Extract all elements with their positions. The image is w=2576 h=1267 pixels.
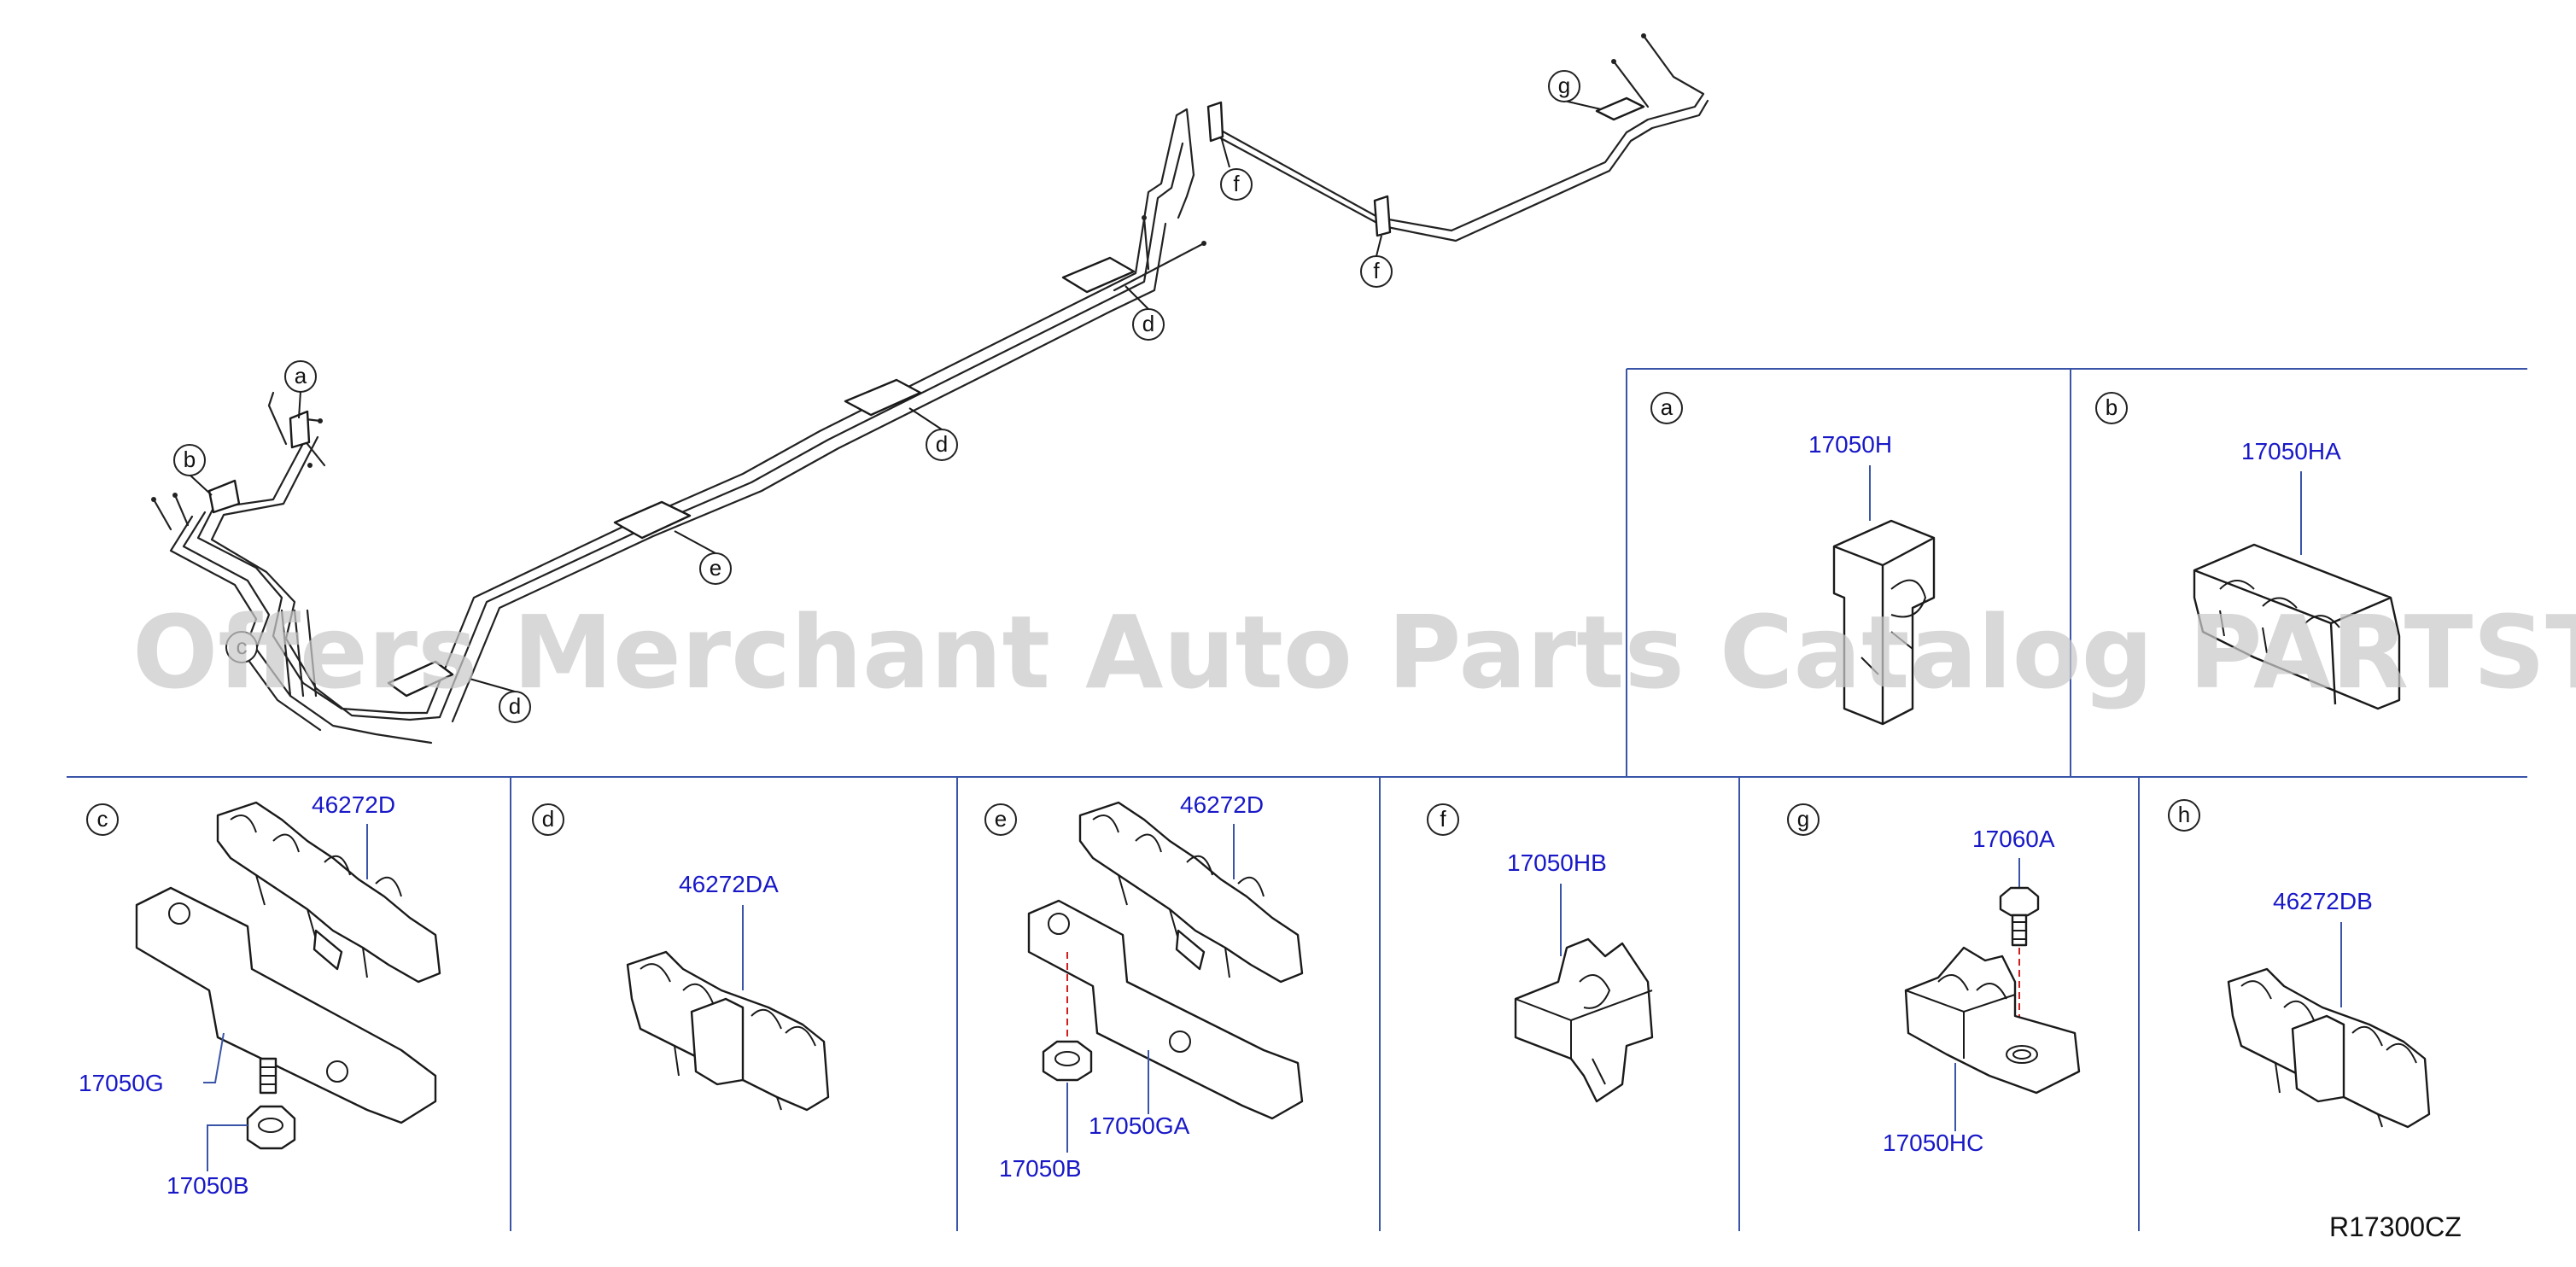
panel-letter-a — [1650, 392, 1683, 424]
clip-46272DB — [2227, 967, 2431, 1129]
label: d — [509, 693, 521, 719]
callout-d-2: d — [908, 407, 958, 461]
label: f — [1233, 171, 1240, 196]
label: d — [936, 431, 948, 457]
clip-17050HB — [1514, 937, 1654, 1103]
part-number: 17060A — [1972, 826, 2055, 852]
callout-c: c — [225, 631, 258, 663]
part-number: 17050HA — [2241, 438, 2341, 464]
callout-g: g — [1548, 70, 1602, 110]
diagram-reference-code: R17300CZ — [2329, 1212, 2462, 1242]
label: e — [710, 555, 721, 581]
clip-46272D-c — [216, 801, 441, 984]
callout-d-1: d — [1124, 285, 1165, 341]
panel-letter-e — [984, 803, 1017, 836]
overview-callouts: a b c d d d e — [173, 70, 1602, 723]
nut-17050B-e — [1042, 1040, 1093, 1082]
part-number: 17050HC — [1883, 1130, 1983, 1156]
clip-46272D-e — [1078, 801, 1304, 984]
panel-letter-g — [1787, 803, 1820, 836]
label: c — [97, 806, 108, 832]
panel-letter-b — [2095, 392, 2128, 424]
panel-b: b 17050HA — [2095, 392, 2401, 710]
callout-b: b — [173, 444, 213, 496]
label: d — [1142, 311, 1154, 336]
part-number: 17050HB — [1507, 850, 1607, 876]
label: b — [2106, 394, 2117, 420]
label: d — [542, 806, 554, 832]
panel-g: g 17060A 17050HC — [1787, 803, 2081, 1156]
panel-c: c 46272D 17050G 17050B — [79, 791, 441, 1199]
bolt-stud-c — [259, 1057, 277, 1095]
callout-f-2: f — [1360, 235, 1393, 288]
part-number: 17050B — [166, 1172, 249, 1199]
part-number: 17050G — [79, 1070, 164, 1096]
part-number: 17050H — [1808, 431, 1892, 458]
bracket-17050GA — [1027, 899, 1304, 1120]
label: g — [1797, 806, 1809, 832]
panel-letter-f — [1427, 803, 1459, 836]
callout-a: a — [284, 360, 317, 419]
panel-a: a 17050H — [1650, 392, 1936, 726]
nut-17050B-c — [246, 1105, 296, 1150]
panel-letter-h — [2168, 799, 2200, 832]
label: f — [1440, 806, 1446, 832]
watermark-text: Offers Merchant Auto Parts Catalog PARTS… — [132, 593, 2576, 711]
bolt-17060A — [1999, 886, 2040, 947]
panel-dividers — [67, 368, 2527, 1231]
label: a — [295, 363, 307, 388]
panel-e: e 46272D 17050GA 17050B — [984, 791, 1304, 1182]
label: h — [2178, 802, 2190, 827]
label: a — [1661, 394, 1674, 420]
part-number: 17050GA — [1089, 1112, 1190, 1139]
clip-17050H — [1832, 519, 1936, 726]
label: c — [237, 634, 248, 659]
part-number: 46272D — [1180, 791, 1264, 818]
panel-f: f 17050HB — [1427, 803, 1654, 1103]
label: f — [1373, 258, 1380, 283]
panel-letter-d — [532, 803, 564, 836]
clip-46272DA — [626, 950, 830, 1112]
part-number: 17050B — [999, 1155, 1082, 1182]
panel-letter-c — [86, 803, 119, 836]
panel-h: h 46272DB — [2168, 799, 2431, 1129]
part-number: 46272DA — [679, 871, 779, 897]
label: b — [184, 447, 196, 472]
panel-d: d 46272DA — [532, 803, 830, 1112]
callout-f-1: f — [1220, 136, 1253, 201]
clip-17050HA — [2193, 543, 2401, 710]
callout-d-3: d — [469, 678, 531, 723]
part-number: 46272D — [312, 791, 395, 818]
clip-17050HC — [1904, 946, 2081, 1095]
part-number: 46272DB — [2273, 888, 2373, 914]
callout-e: e — [674, 530, 732, 585]
fuel-pipe-routing — [151, 33, 1709, 744]
label: e — [995, 806, 1007, 832]
label: g — [1558, 73, 1570, 98]
bracket-17050G — [135, 886, 437, 1124]
